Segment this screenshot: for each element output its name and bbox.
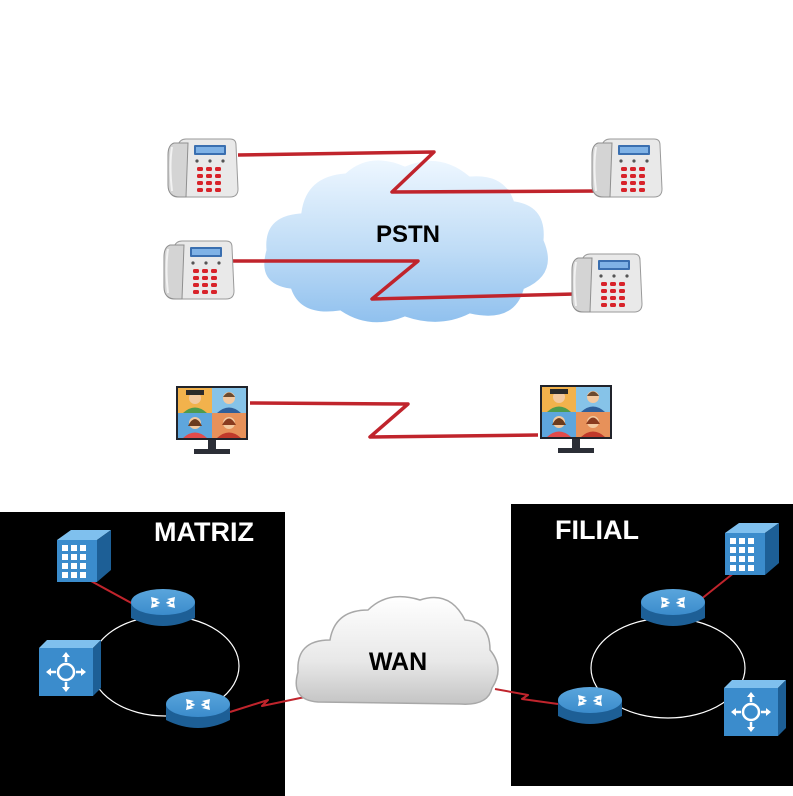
pstn-link-bottom — [228, 259, 576, 301]
filial-label: FILIAL — [555, 515, 639, 545]
matriz-label: MATRIZ — [154, 517, 254, 547]
video-link — [249, 401, 539, 439]
video-conference-monitor-icon — [540, 385, 612, 453]
desk-phone-icon — [167, 138, 239, 198]
server-icon — [57, 530, 111, 582]
filial-server-link — [699, 571, 736, 601]
server-icon — [725, 523, 779, 575]
filial-site: FILIAL — [511, 504, 793, 786]
router-icon — [558, 687, 622, 724]
desk-phone-icon — [571, 253, 643, 313]
pstn-cloud-icon — [261, 157, 551, 326]
wan-link-matriz — [229, 696, 306, 713]
switch-icon — [722, 678, 788, 738]
matriz-site: MATRIZ — [0, 512, 285, 796]
router-icon — [166, 691, 230, 728]
wan-link-filial — [494, 688, 559, 705]
video-conference-monitor-icon — [176, 386, 248, 454]
wan-label: WAN — [369, 648, 427, 676]
pstn-link-top — [237, 150, 601, 194]
desk-phone-icon — [591, 138, 663, 198]
pstn-label: PSTN — [376, 221, 440, 248]
switch-icon — [37, 638, 103, 698]
router-icon — [131, 589, 195, 626]
router-icon — [641, 589, 705, 626]
wan-cloud-icon — [295, 595, 499, 705]
desk-phone-icon — [163, 240, 235, 300]
